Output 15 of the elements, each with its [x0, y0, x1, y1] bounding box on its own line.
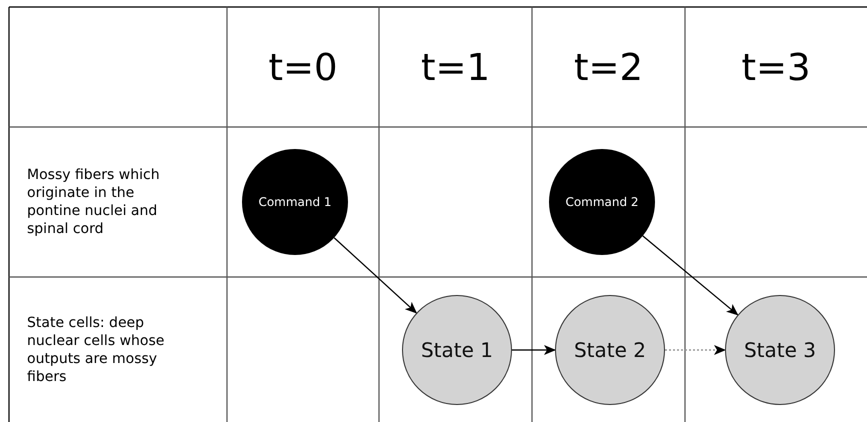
arrow — [642, 235, 738, 316]
node-label: Command 2 — [565, 194, 639, 211]
column-header: t=3 — [741, 48, 811, 86]
node-label: State 3 — [744, 337, 816, 364]
node-label: State 2 — [574, 337, 646, 364]
node-label: State 1 — [420, 337, 494, 364]
row-header: State cells: deep nuclear cells whose outputs are mossy fibers — [27, 314, 166, 386]
column-header: t=2 — [574, 48, 644, 86]
arrow — [665, 345, 726, 355]
column-header: t=0 — [268, 48, 338, 86]
row-header: Mossy fibers which originate in the pontine nuclei and spinal cord — [27, 166, 161, 238]
arrow — [334, 237, 418, 314]
arrow — [512, 345, 556, 355]
column-header: t=1 — [420, 48, 490, 86]
node-label: Command 1 — [258, 194, 332, 211]
